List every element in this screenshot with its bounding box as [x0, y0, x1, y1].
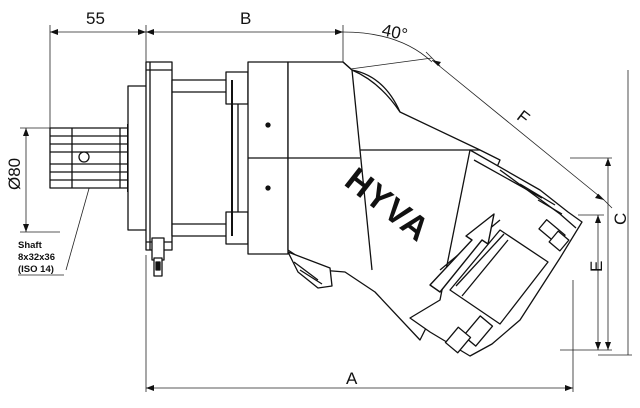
shaft-note-line2: 8x32x36	[18, 252, 55, 263]
dim-c: C	[611, 213, 630, 225]
flow-arrow-icon	[429, 213, 495, 293]
dim-diameter: Ø80	[5, 158, 24, 190]
mounting-flange	[127, 61, 173, 277]
rear-housing	[171, 71, 249, 245]
dim-bent-angle: 40°	[380, 20, 409, 44]
shaft-note-line1: Shaft	[18, 240, 43, 251]
dim-shaft-length: 55	[86, 9, 105, 28]
dim-e: E	[587, 261, 606, 272]
dimension-lines	[20, 25, 632, 392]
shaft-note-line3: (ISO 14)	[18, 264, 54, 275]
dim-overall-length-a: A	[346, 369, 358, 388]
arrow-heads	[23, 29, 611, 391]
pump-body	[49, 61, 583, 357]
main-housing	[247, 61, 289, 255]
dim-body-length-b: B	[240, 9, 251, 28]
port-head	[409, 149, 583, 357]
spline-shaft	[49, 124, 129, 192]
dim-f: F	[513, 107, 533, 128]
